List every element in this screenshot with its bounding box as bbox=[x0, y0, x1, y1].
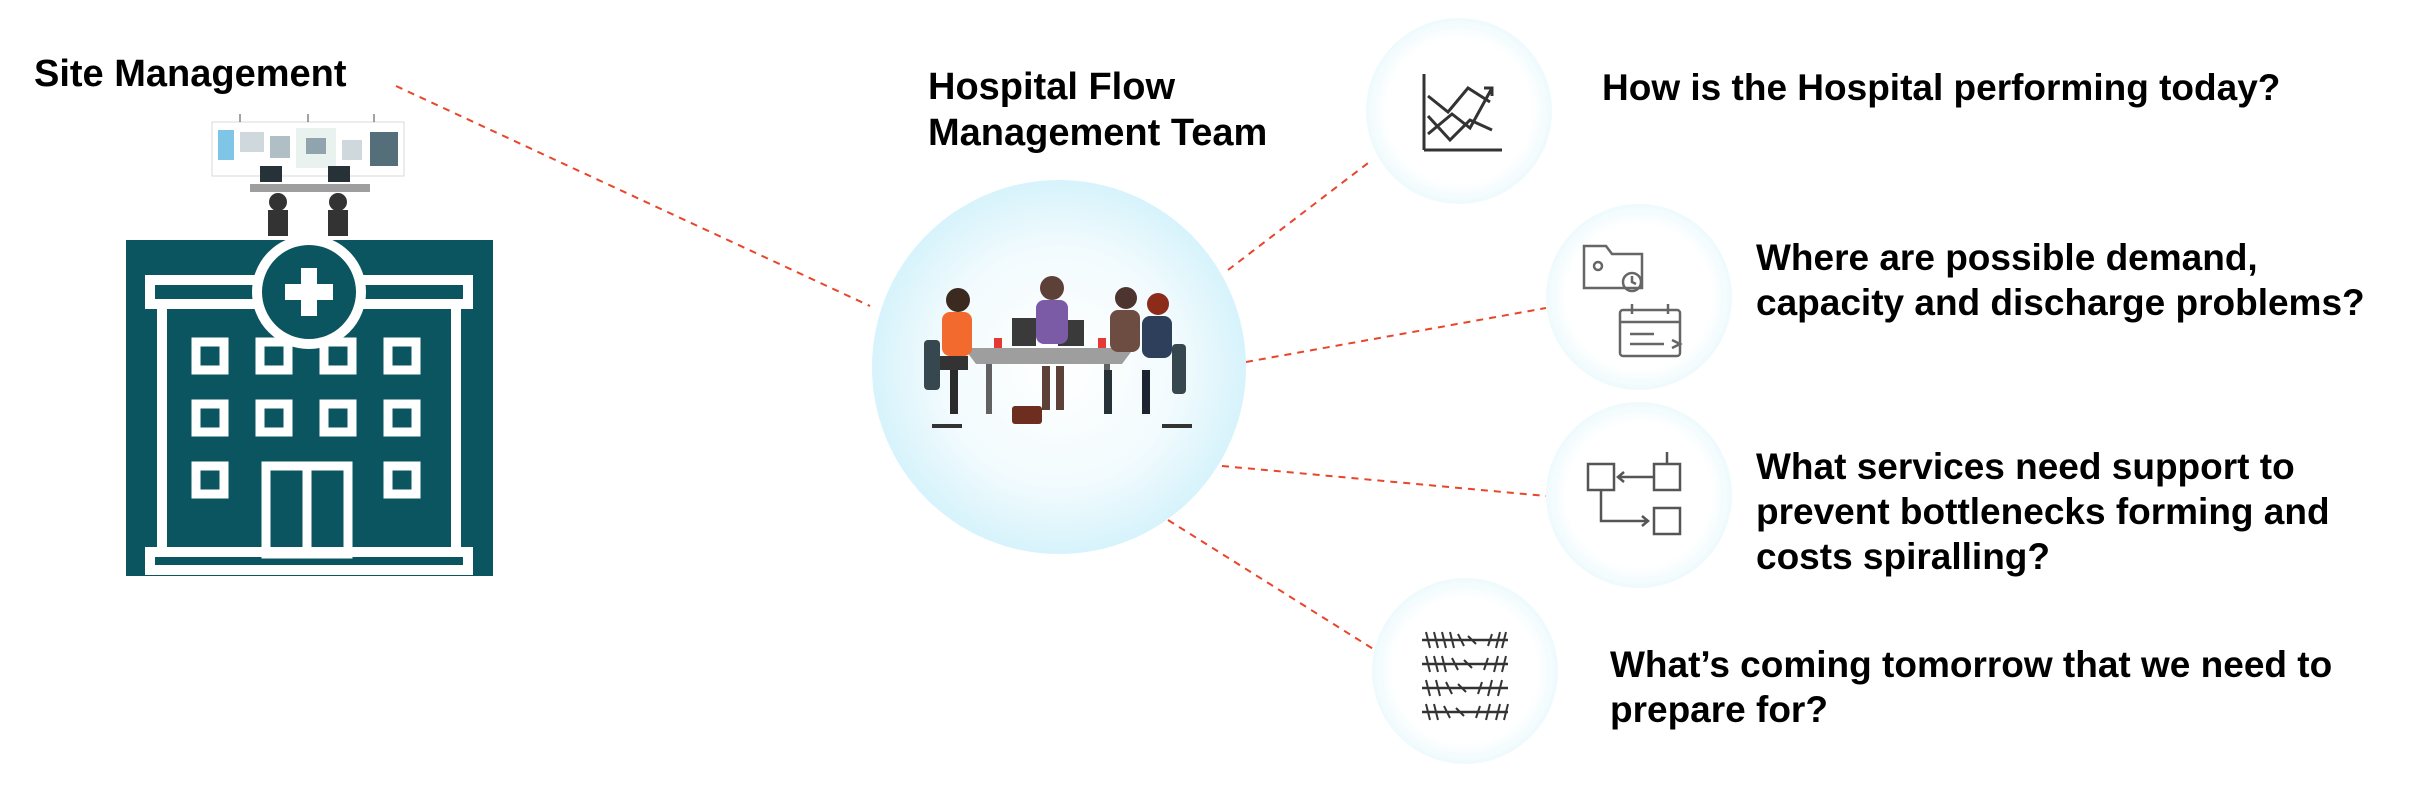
site-management-title: Site Management bbox=[34, 53, 347, 95]
flow-boxes-icon bbox=[1586, 452, 1682, 536]
question-performance: How is the Hospital performing today? bbox=[1602, 65, 2280, 110]
team-meeting-icon bbox=[924, 276, 1192, 428]
connector-site-to-team bbox=[395, 85, 871, 307]
question-line: What’s coming tomorrow that we need to bbox=[1610, 644, 2333, 685]
forecast-pattern-icon bbox=[1422, 631, 1509, 721]
question-bottlenecks: What services need support to prevent bo… bbox=[1756, 444, 2330, 579]
control-room-icon bbox=[211, 114, 405, 236]
connector-team-to-q3 bbox=[1221, 465, 1547, 497]
question-tomorrow: What’s coming tomorrow that we need to p… bbox=[1610, 642, 2332, 732]
performance-bubble bbox=[1366, 18, 1552, 204]
connector-team-to-q1 bbox=[1227, 159, 1373, 271]
question-line: How is the Hospital performing today? bbox=[1602, 67, 2281, 108]
team-title-line2: Management Team bbox=[928, 112, 1268, 154]
question-line: capacity and discharge problems? bbox=[1756, 282, 2365, 323]
tomorrow-bubble bbox=[1372, 578, 1558, 764]
question-demand-capacity: Where are possible demand, capacity and … bbox=[1756, 235, 2365, 325]
line-chart-icon bbox=[1422, 74, 1502, 152]
question-line: What services need support to bbox=[1756, 446, 2295, 487]
team-meeting-bubble bbox=[872, 180, 1246, 554]
folder-calendar-icon bbox=[1582, 244, 1683, 358]
question-line: costs spiralling? bbox=[1756, 536, 2051, 577]
connector-team-to-q2 bbox=[1245, 307, 1547, 363]
hospital-building-icon bbox=[126, 235, 493, 576]
question-line: prevent bottlenecks forming and bbox=[1756, 491, 2330, 532]
team-title-line1: Hospital Flow bbox=[928, 66, 1175, 108]
demand-capacity-bubble bbox=[1546, 204, 1732, 390]
team-title: Hospital Flow Management Team bbox=[928, 64, 1267, 156]
connector-team-to-q4 bbox=[1167, 519, 1379, 653]
question-line: Where are possible demand, bbox=[1756, 237, 2258, 278]
bottlenecks-bubble bbox=[1546, 402, 1732, 588]
question-line: prepare for? bbox=[1610, 689, 1828, 730]
